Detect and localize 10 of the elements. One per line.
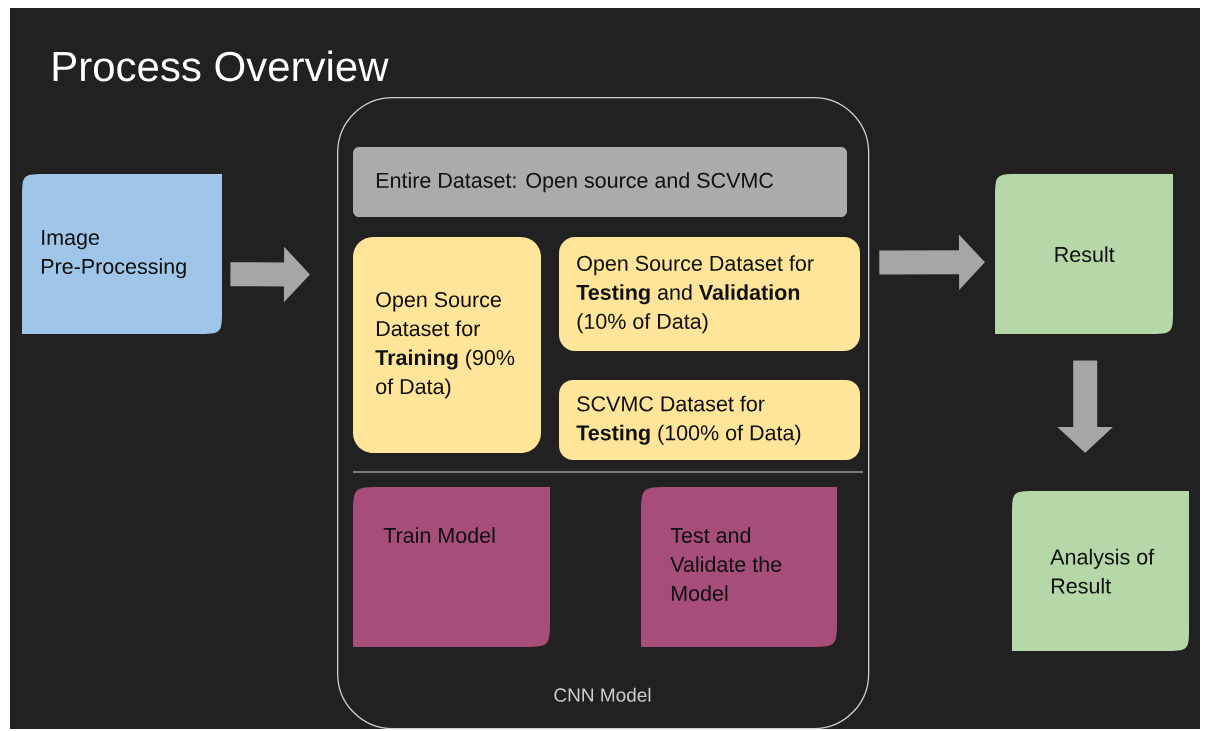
process-box: Train Model (353, 487, 550, 647)
dataset-box: SCVMC Dataset for Testing (100% of Data) (559, 380, 860, 460)
result-box: Result (995, 174, 1173, 334)
process-box: Image Pre-Processing (22, 174, 222, 334)
process-box: Test and Validate the Model (641, 487, 837, 647)
dataset-box: Open Source Dataset for Testing and Validation (10% of Data) (559, 237, 860, 351)
dataset-box: Open Source Dataset for Training (90% of Data) (353, 237, 541, 453)
result-box: Analysis of Result (1012, 491, 1189, 651)
slide-title: Process Overview (53, 50, 389, 82)
dataset-bar: Entire Dataset: Open source and SCVMC (353, 147, 847, 217)
